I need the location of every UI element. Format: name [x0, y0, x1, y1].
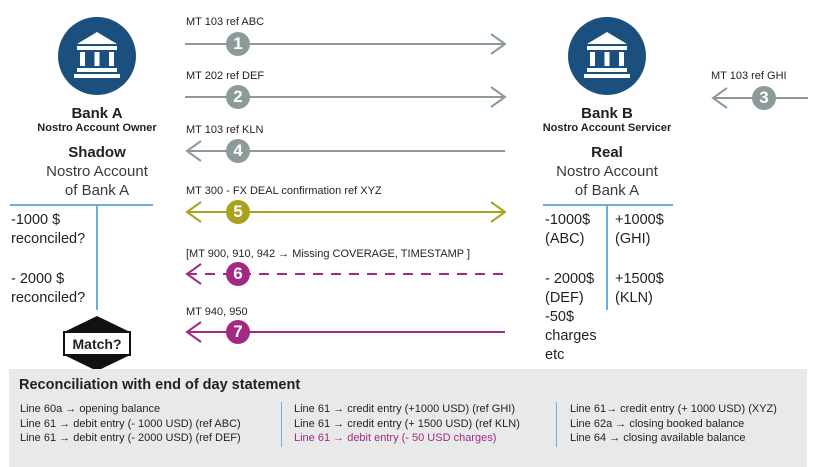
bank-b-role: Nostro Account Servicer	[542, 122, 672, 134]
message-7-arrow	[185, 320, 505, 344]
summary-column-1: Line 60a → opening balance Line 61 → deb…	[20, 402, 241, 446]
message-4-number: 4	[233, 141, 243, 160]
message-2-label: MT 202 ref DEF	[186, 70, 265, 82]
bank-b-icon	[568, 17, 646, 95]
summary-column-2: Line 61 → credit entry (+1000 USD) (ref …	[294, 402, 520, 446]
summary-line-highlight: Line 61 → debit entry (- 50 USD charges)	[294, 432, 497, 444]
message-5-number: 5	[233, 202, 243, 221]
bank-a-name: Bank A	[71, 105, 123, 122]
message-7-number: 7	[233, 322, 243, 341]
real-account-subtitle-2: of Bank A	[574, 182, 640, 199]
summary-line: Line 61 → credit entry (+ 1500 USD) (ref…	[294, 417, 520, 430]
message-7-label: MT 940, 950	[186, 306, 248, 318]
real-debit-entry: - 2000$ (DEF)	[545, 271, 595, 306]
shadow-account-subtitle-2: of Bank A	[64, 182, 130, 199]
message-1-label: MT 103 ref ABC	[186, 16, 265, 28]
summary-divider	[281, 402, 282, 447]
match-diamond	[63, 316, 131, 371]
shadow-entry: - 2000 $ reconciled?	[11, 271, 86, 306]
real-debit-entry: -1000$ (ABC)	[545, 212, 591, 247]
shadow-account-subtitle-1: Nostro Account	[46, 163, 148, 180]
summary-column-3: Line 61→ credit entry (+ 1000 USD) (XYZ)…	[570, 402, 777, 446]
message-5-label: MT 300 - FX DEAL confirmation ref XYZ	[186, 185, 382, 197]
bank-a-role: Nostro Account Owner	[37, 122, 157, 134]
bank-b-name: Bank B	[581, 105, 633, 122]
message-2-number: 2	[233, 87, 243, 106]
real-account-title: Real	[591, 144, 623, 161]
summary-line: Line 62a → closing booked balance	[570, 417, 745, 430]
message-3-arrow	[711, 86, 808, 110]
message-6-label: [MT 900, 910, 942 → Missing COVERAGE, TI…	[186, 248, 471, 260]
message-5-arrow	[185, 200, 507, 224]
summary-line: Line 64 → closing available balance	[570, 432, 746, 444]
real-account-subtitle-1: Nostro Account	[556, 163, 658, 180]
message-4-arrow	[185, 139, 505, 163]
real-debit-entry: -50$ charges etc	[545, 309, 597, 363]
summary-line: Line 61→ credit entry (+ 1000 USD) (XYZ)	[570, 403, 777, 415]
message-1-arrow	[185, 32, 507, 56]
summary-line: Line 61 → debit entry (- 2000 USD) (ref …	[20, 432, 241, 444]
bank-a-icon	[58, 17, 136, 95]
message-2-arrow	[185, 85, 507, 109]
summary-line: Line 61 → debit entry (- 1000 USD) (ref …	[20, 417, 241, 430]
match-label: Match?	[72, 336, 122, 352]
summary-line: Line 60a → opening balance	[20, 403, 161, 415]
reconciliation-summary: Reconciliation with end of day statement…	[9, 369, 807, 467]
message-4-label: MT 103 ref KLN	[186, 124, 264, 136]
real-credit-entry: +1500$ (KLN)	[615, 271, 664, 306]
message-1-number: 1	[233, 34, 243, 53]
message-6-number: 6	[233, 264, 243, 283]
message-3-label: MT 103 ref GHI	[711, 70, 787, 82]
real-credit-entry: +1000$ (GHI)	[615, 212, 664, 247]
summary-line: Line 61 → credit entry (+1000 USD) (ref …	[294, 403, 515, 415]
shadow-entry: -1000 $ reconciled?	[11, 212, 86, 247]
summary-title: Reconciliation with end of day statement	[19, 377, 301, 393]
message-6-arrow	[185, 262, 505, 286]
shadow-account-title: Shadow	[68, 144, 126, 161]
message-3-number: 3	[759, 88, 769, 107]
summary-divider	[556, 402, 557, 447]
